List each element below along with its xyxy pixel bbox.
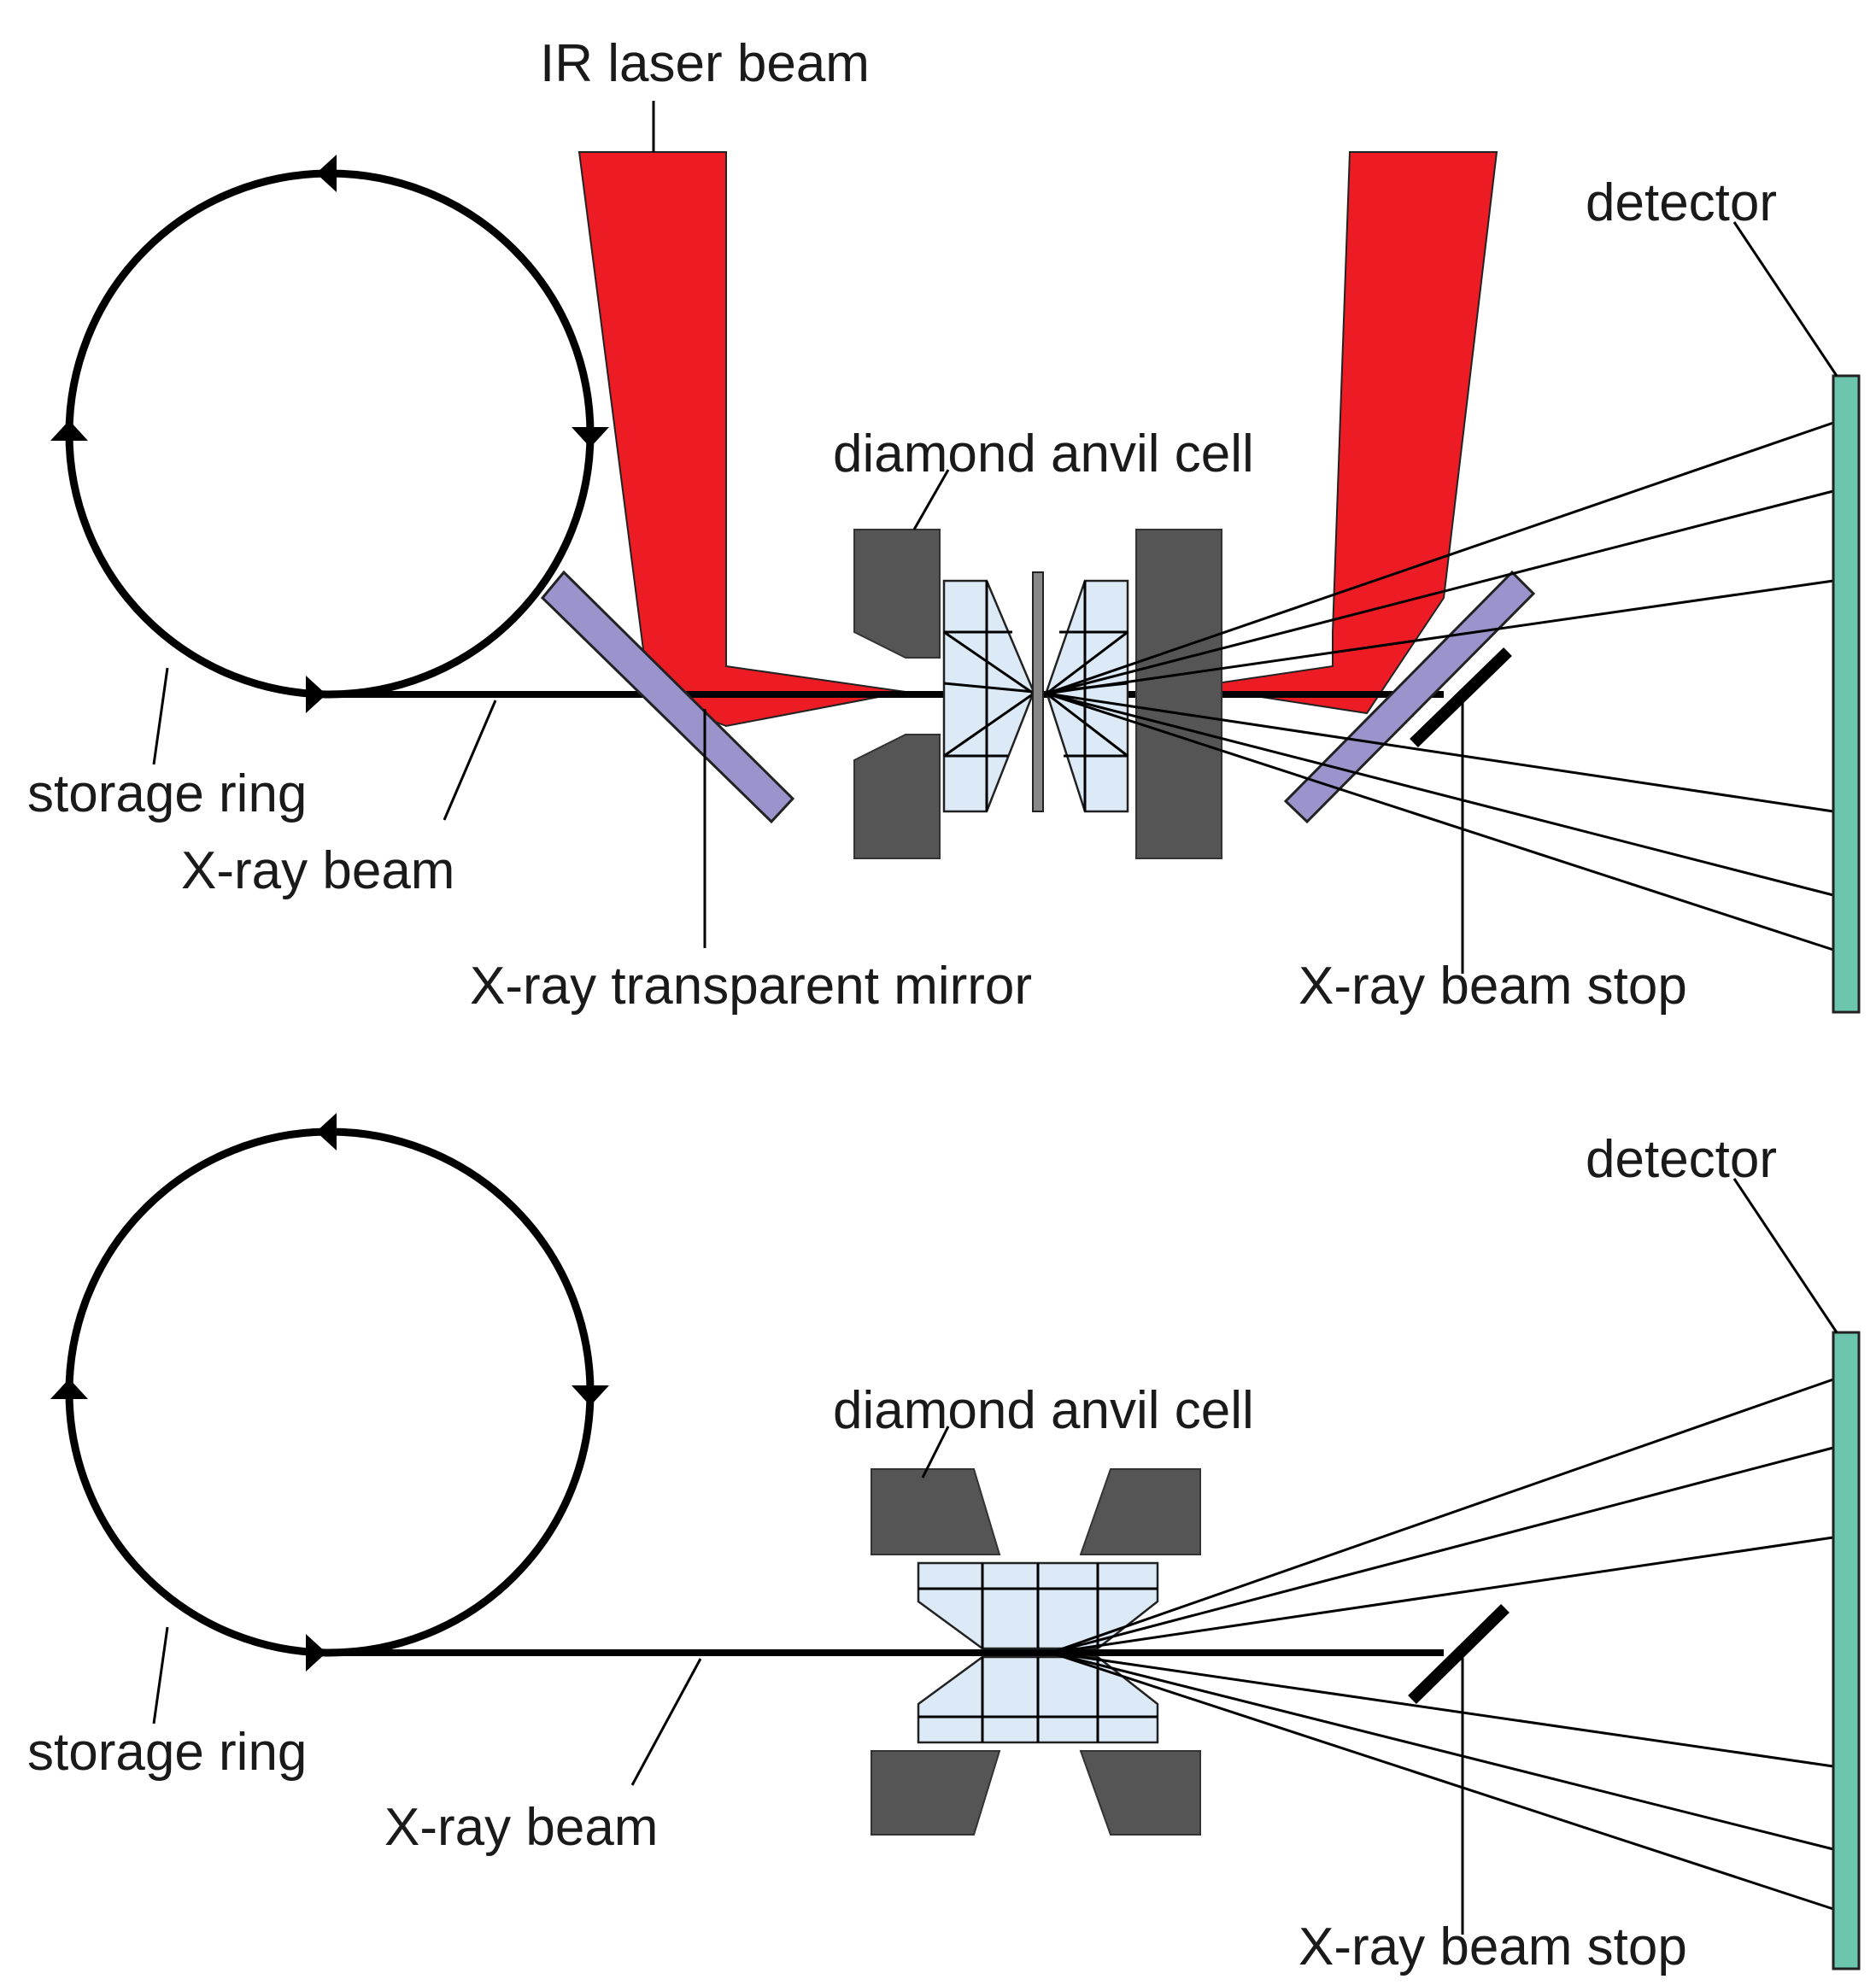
dac-holder-left-lower bbox=[853, 734, 941, 859]
ring-arrow-right bbox=[572, 1385, 609, 1406]
top-panel: IR laser beam detector diamond anvil cel… bbox=[27, 34, 1861, 1016]
diamond-anvil-upper bbox=[917, 1561, 1159, 1650]
leader-dac bbox=[921, 1426, 950, 1479]
diffracted-rays-top bbox=[1046, 421, 1834, 952]
dac-holder-upper-right bbox=[1079, 1468, 1201, 1555]
label-detector: detector bbox=[1586, 1130, 1777, 1189]
dac-holder-right-upper bbox=[1135, 529, 1222, 859]
detector bbox=[1832, 374, 1861, 1014]
diamond-anvil-right bbox=[1045, 579, 1129, 813]
dac-holder-left-upper bbox=[853, 529, 941, 659]
xray-beam-stop bbox=[1410, 647, 1512, 748]
leader-detector bbox=[1732, 1178, 1838, 1333]
label-diamond-anvil-cell: diamond anvil cell bbox=[833, 1381, 1254, 1440]
label-diamond-anvil-cell: diamond anvil cell bbox=[833, 425, 1254, 483]
label-detector: detector bbox=[1586, 173, 1777, 232]
label-storage-ring: storage ring bbox=[27, 764, 307, 823]
dac-holder-upper-left bbox=[871, 1468, 1001, 1555]
bottom-panel: detector diamond anvil cell storage ring… bbox=[27, 1113, 1861, 1976]
ring-arrow-right bbox=[572, 427, 609, 448]
storage-ring bbox=[65, 169, 595, 699]
label-ir-laser-beam: IR laser beam bbox=[540, 34, 870, 93]
ring-arrow-top bbox=[316, 155, 337, 192]
ring-arrow-left bbox=[50, 420, 88, 441]
ring-arrow-bottom bbox=[306, 676, 326, 713]
label-xray-beam: X-ray beam bbox=[181, 841, 454, 900]
leader-xray-beam bbox=[630, 1658, 702, 1786]
label-storage-ring: storage ring bbox=[27, 1723, 307, 1782]
label-xray-beam-stop: X-ray beam stop bbox=[1299, 957, 1687, 1016]
storage-ring bbox=[65, 1127, 595, 1657]
dac-holder-lower-right bbox=[1079, 1750, 1201, 1836]
dac-holder-lower-left bbox=[871, 1750, 1001, 1836]
label-xray-beam-stop: X-ray beam stop bbox=[1299, 1918, 1687, 1976]
ring-arrow-top bbox=[316, 1113, 337, 1151]
leader-storage-ring bbox=[152, 667, 169, 765]
diamond-anvil-left bbox=[942, 579, 1035, 813]
leader-storage-ring bbox=[152, 1626, 169, 1724]
xray-beam-stop bbox=[1408, 1604, 1510, 1704]
leader-xray-beam bbox=[443, 700, 497, 821]
diamond-anvil-lower bbox=[917, 1655, 1159, 1744]
xray-transparent-mirror-right bbox=[1283, 570, 1536, 824]
label-xray-beam: X-ray beam bbox=[384, 1798, 658, 1857]
leader-detector bbox=[1732, 221, 1838, 377]
gasket bbox=[1032, 571, 1044, 812]
detector bbox=[1832, 1331, 1861, 1970]
xray-transparent-mirror-left bbox=[540, 570, 795, 824]
label-xray-transparent-mirror: X-ray transparent mirror bbox=[470, 957, 1032, 1016]
ring-arrow-bottom bbox=[306, 1634, 326, 1672]
leader-dac bbox=[912, 469, 950, 530]
diffracted-rays-bottom bbox=[1050, 1378, 1834, 1911]
ring-arrow-left bbox=[50, 1379, 88, 1399]
